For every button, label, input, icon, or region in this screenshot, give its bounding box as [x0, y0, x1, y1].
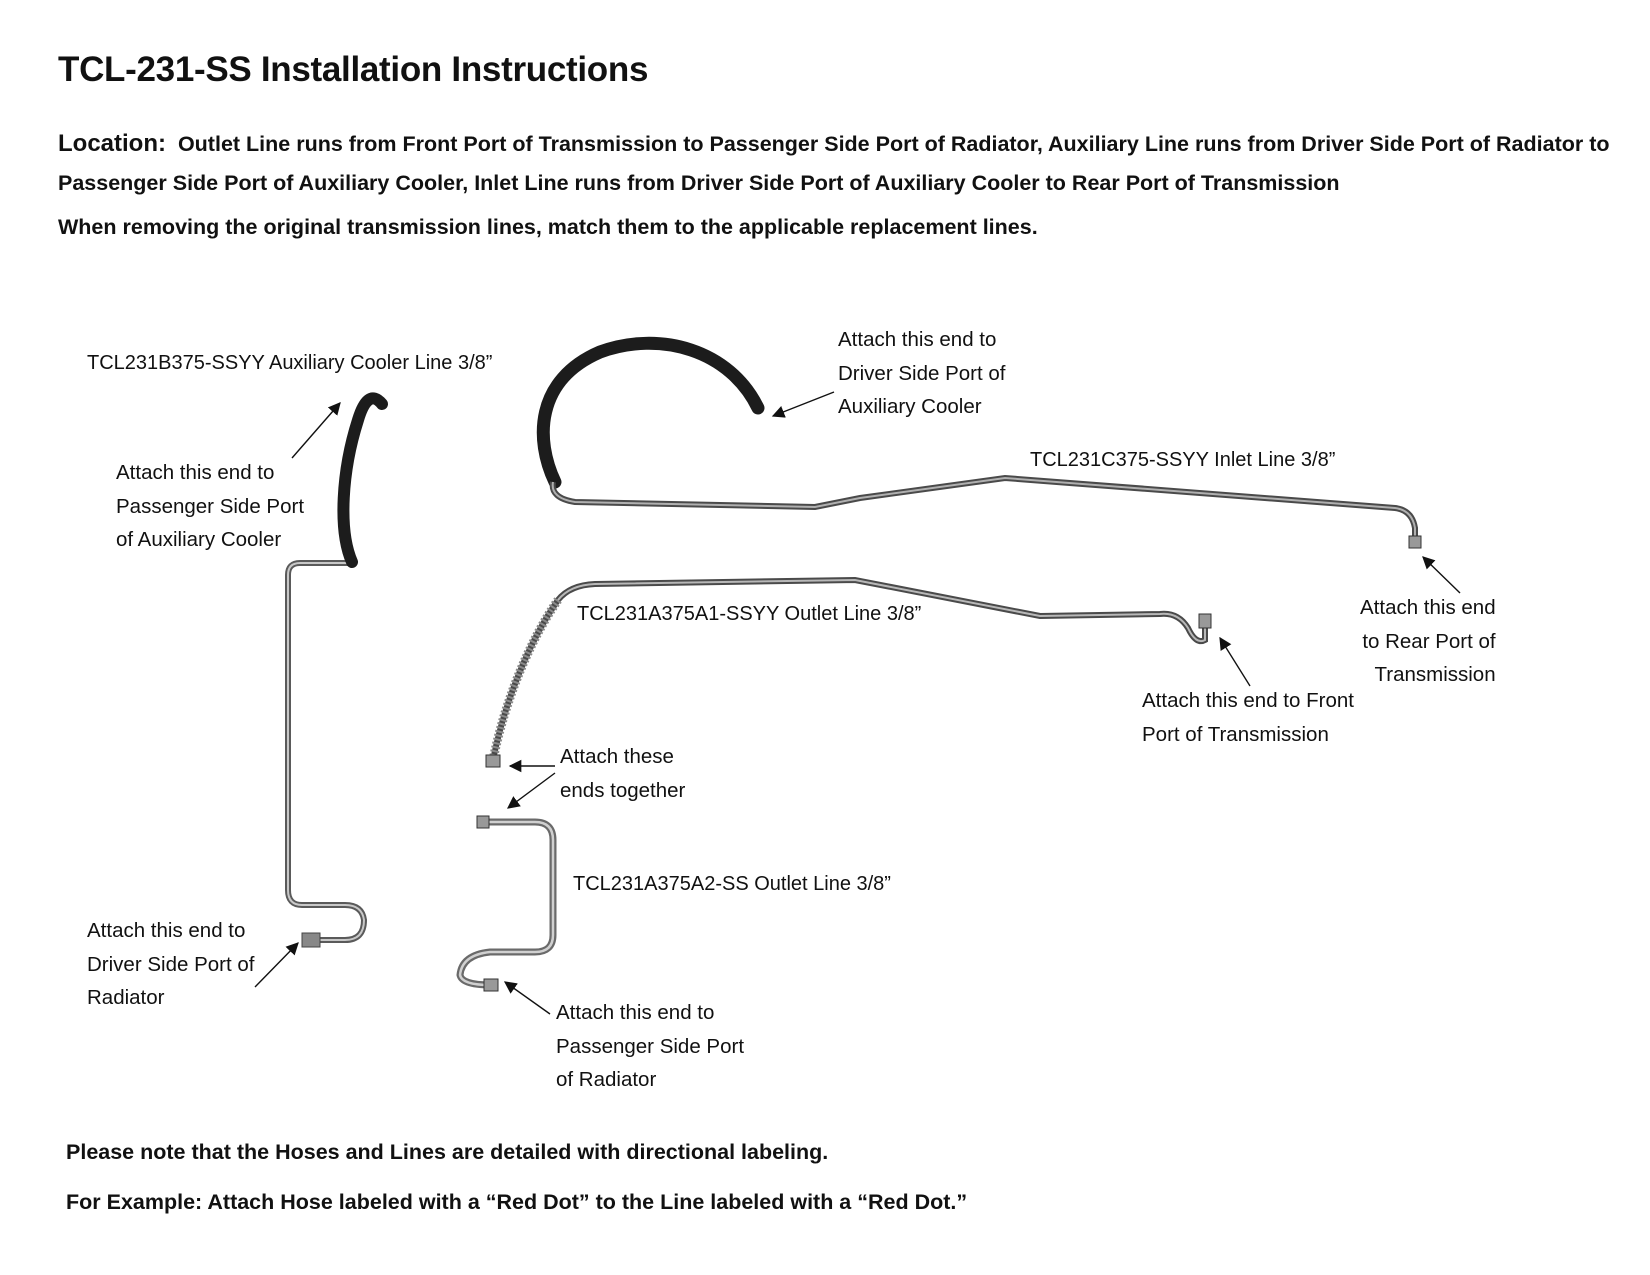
a2-top-fitting [476, 815, 490, 829]
radiator-fitting [301, 932, 321, 948]
outlet-a1-label: TCL231A375A1-SSYY Outlet Line 3/8” [577, 603, 922, 625]
footer-note-1: Please note that the Hoses and Lines are… [66, 1140, 829, 1164]
aux-cooler-line [285, 392, 388, 948]
callout-aux-bottom: Attach this end to Driver Side Port of R… [87, 919, 255, 1009]
aux-line-label: TCL231B375-SSYY Auxiliary Cooler Line 3/… [87, 352, 493, 374]
outlet-a2-label: TCL231A375A2-SS Outlet Line 3/8” [573, 873, 891, 895]
callout-a2-end: Attach this end to Passenger Side Port o… [556, 1001, 745, 1091]
location-text: Outlet Line runs from Front Port of Tran… [58, 132, 1610, 195]
outlet-line-a2 [456, 815, 557, 992]
page-title: TCL-231-SS Installation Instructions [58, 50, 649, 89]
location-paragraph: Location: Outlet Line runs from Front Po… [58, 124, 1618, 203]
footer-note-2: For Example: Attach Hose labeled with a … [66, 1190, 968, 1214]
callout-inlet-hose: Attach this end to Driver Side Port of A… [838, 328, 1006, 418]
callout-arrows [254, 391, 1461, 1015]
front-port-fitting [1198, 613, 1212, 629]
location-label: Location: [58, 130, 166, 157]
removal-note: When removing the original transmission … [58, 215, 1038, 239]
a2-end-fitting [483, 978, 499, 992]
inlet-end-fitting [1408, 535, 1422, 549]
inlet-line [536, 336, 1422, 549]
outlet-line-a1 [485, 576, 1212, 768]
callout-outlet-front: Attach this end to Front Port of Transmi… [1142, 689, 1354, 746]
outlet-hose-fitting [485, 754, 501, 768]
callout-ends-together: Attach these ends together [560, 745, 686, 802]
callout-inlet-end: Attach this end to Rear Port of Transmis… [1360, 596, 1496, 686]
callout-aux-top: Attach this end to Passenger Side Port o… [116, 461, 305, 551]
inlet-line-label: TCL231C375-SSYY Inlet Line 3/8” [1030, 449, 1336, 471]
